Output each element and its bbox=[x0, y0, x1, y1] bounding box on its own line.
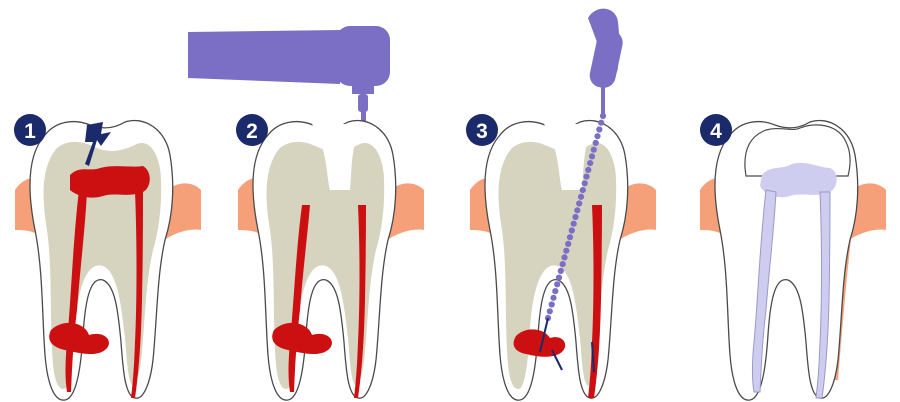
access-opening bbox=[312, 124, 362, 190]
file-beads bbox=[539, 112, 607, 353]
root-canal-right bbox=[588, 205, 602, 398]
file-bead bbox=[555, 274, 563, 281]
abscess bbox=[272, 322, 333, 355]
filled-canal-right bbox=[815, 191, 831, 399]
step-3-badge: 3 bbox=[466, 114, 498, 146]
access-opening bbox=[544, 124, 594, 190]
file-bead bbox=[592, 139, 599, 146]
endodontic-file bbox=[588, 8, 623, 114]
file-bead bbox=[554, 281, 561, 288]
file-bead bbox=[576, 200, 583, 207]
drill-handpiece bbox=[188, 26, 390, 162]
file-bead bbox=[572, 213, 579, 221]
file-bead bbox=[581, 180, 588, 187]
file-bead bbox=[596, 126, 603, 133]
step-3-number: 3 bbox=[476, 120, 488, 143]
step-4-tooth bbox=[700, 119, 886, 401]
step-4-number: 4 bbox=[710, 120, 722, 143]
step-2-badge: 2 bbox=[236, 114, 268, 146]
step-4-badge: 4 bbox=[700, 114, 732, 146]
file-bead bbox=[590, 146, 597, 153]
step-1-number: 1 bbox=[24, 120, 36, 143]
step-2-number: 2 bbox=[246, 120, 258, 143]
file-bead bbox=[579, 187, 586, 194]
file-bead bbox=[577, 193, 585, 200]
file-bead bbox=[585, 166, 592, 173]
file-bead bbox=[559, 261, 566, 268]
step-1-tooth bbox=[15, 119, 201, 401]
abscess bbox=[49, 322, 110, 355]
root-canal-right bbox=[131, 192, 143, 398]
filled-chamber bbox=[760, 162, 837, 198]
file-bead bbox=[561, 254, 568, 261]
file-bead bbox=[566, 234, 574, 241]
file-bead bbox=[557, 267, 564, 274]
infected-pulp bbox=[70, 166, 150, 198]
step-1-badge: 1 bbox=[14, 114, 46, 146]
file-bead bbox=[599, 112, 607, 120]
decay-crack bbox=[85, 122, 111, 166]
file-bead bbox=[574, 207, 581, 214]
file-bead bbox=[588, 153, 596, 160]
file-bead bbox=[598, 119, 605, 126]
file-bead bbox=[546, 308, 553, 315]
file-bead bbox=[583, 173, 590, 180]
file-bead bbox=[568, 227, 575, 234]
step-2-tooth bbox=[238, 119, 424, 401]
filled-canal-left bbox=[752, 189, 777, 393]
file-bead bbox=[587, 160, 594, 167]
file-bead bbox=[594, 133, 601, 140]
file-bead bbox=[563, 247, 570, 254]
file-bead bbox=[570, 220, 577, 227]
file-bead bbox=[565, 240, 572, 247]
file-bead bbox=[550, 294, 557, 301]
step-3-tooth bbox=[470, 119, 656, 401]
root-canal-right bbox=[354, 205, 366, 398]
crown-cap bbox=[744, 124, 851, 177]
file-tip bbox=[539, 317, 549, 353]
file-bead bbox=[548, 301, 555, 308]
file-bead bbox=[552, 288, 559, 295]
